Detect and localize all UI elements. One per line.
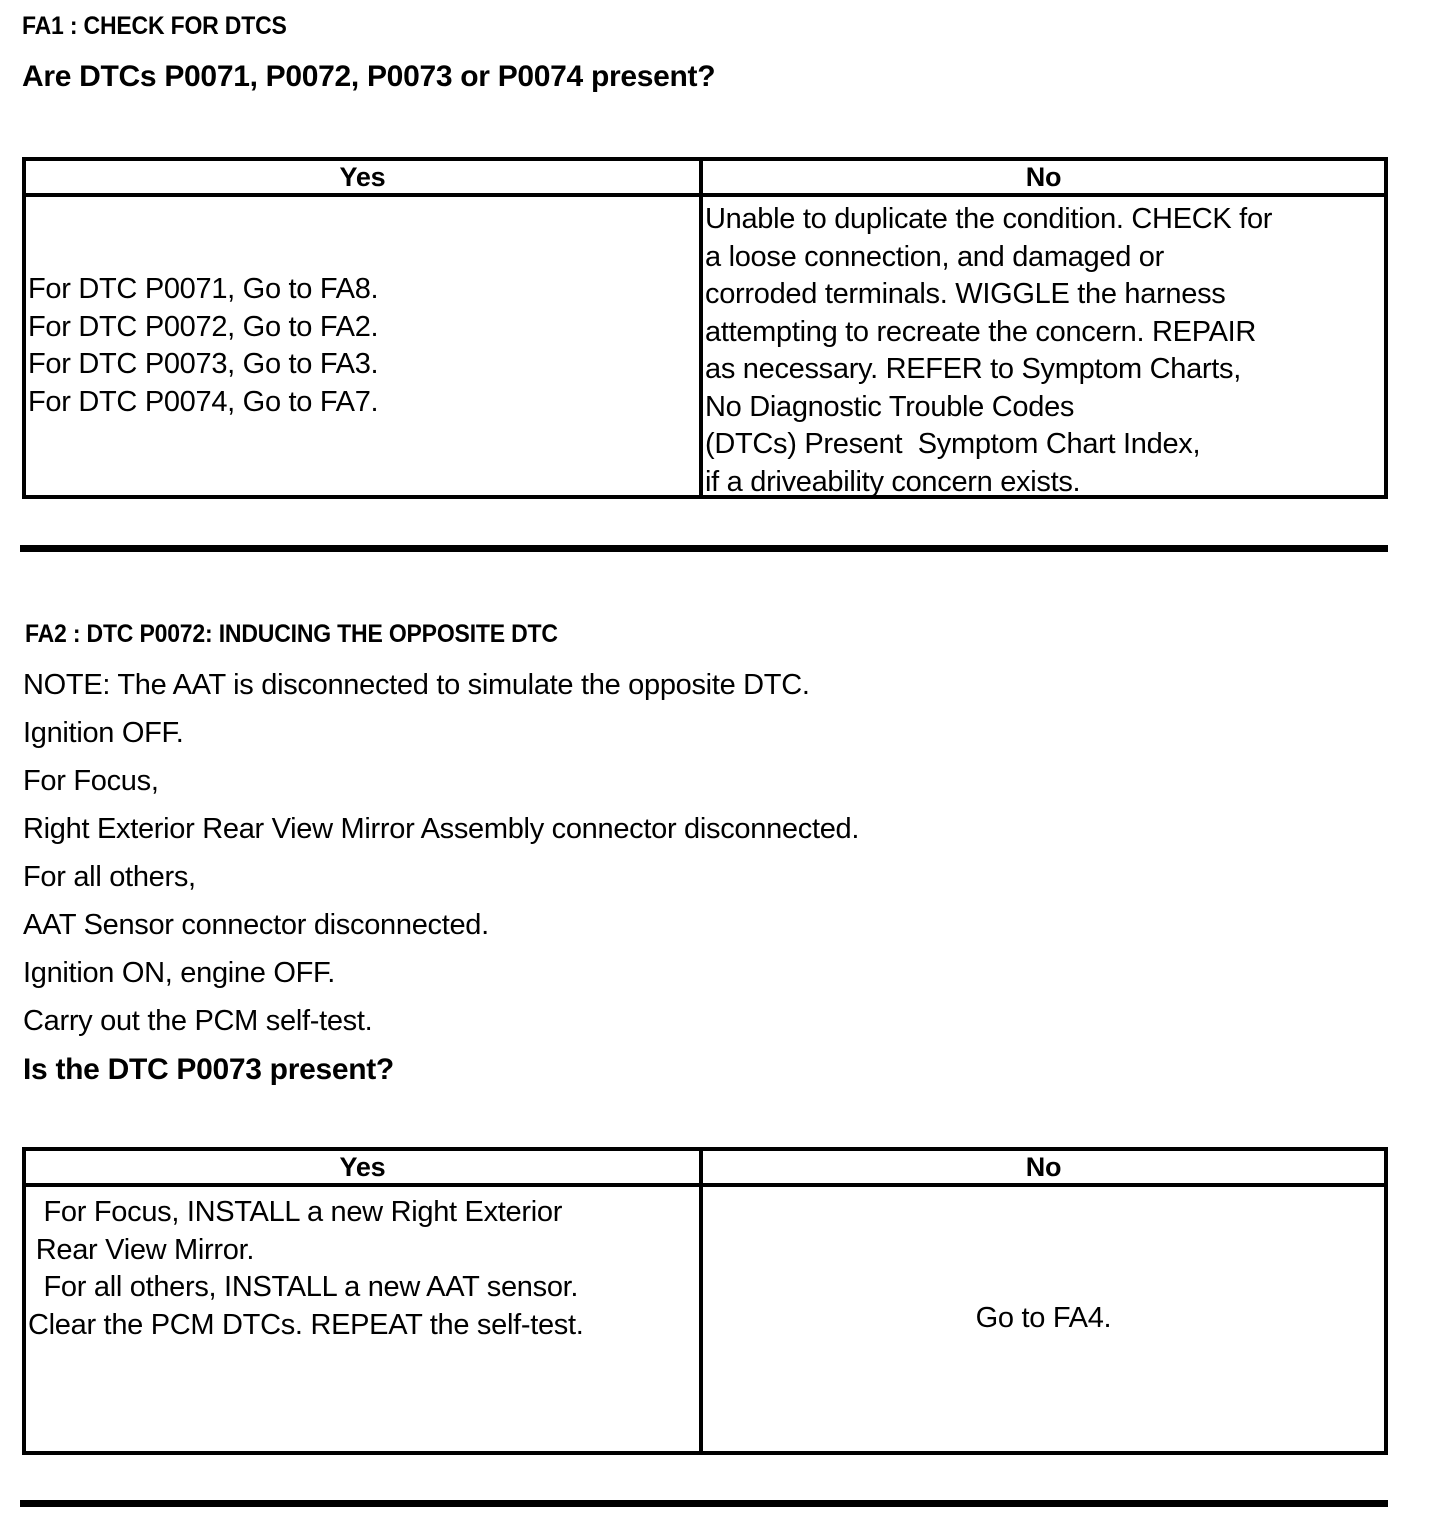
table-1-no-line: No Diagnostic Trouble Codes <box>705 390 1075 423</box>
table-2-cell-no: Go to FA4. <box>703 1187 1384 1451</box>
table-1-header-yes-label: Yes <box>339 161 386 192</box>
decision-table-2: Yes No For Focus, INSTALL a new Right Ex… <box>22 1147 1388 1455</box>
table-2-header-row: Yes No <box>26 1151 1384 1187</box>
table-1-no-line: attempting to recreate the concern. REPA… <box>705 315 1257 348</box>
section-2-body-line: Ignition ON, engine OFF. <box>23 957 335 989</box>
table-1-yes-line: For DTC P0073, Go to FA3. <box>28 348 379 380</box>
section-1-question: Are DTCs P0071, P0072, P0073 or P0074 pr… <box>22 60 716 93</box>
table-1-header-row: Yes No <box>26 161 1384 197</box>
table-2-yes-line: Rear View Mirror. <box>28 1233 255 1266</box>
table-1-header-no-label: No <box>1025 161 1062 192</box>
table-2-yes-line: Clear the PCM DTCs. REPEAT the self-test… <box>28 1308 584 1341</box>
table-2-header-yes-label: Yes <box>339 1151 386 1182</box>
table-1-cell-yes: For DTC P0071, Go to FA8. For DTC P0072,… <box>26 197 703 495</box>
section-2-step-id: FA2 : DTC P0072: INDUCING THE OPPOSITE D… <box>25 620 558 648</box>
table-2-yes-line: For Focus, INSTALL a new Right Exterior <box>28 1196 563 1228</box>
section-1-step-id: FA1 : CHECK FOR DTCS <box>22 12 287 40</box>
table-2-cell-yes: For Focus, INSTALL a new Right Exterior … <box>26 1187 703 1451</box>
table-1-header-yes: Yes <box>26 161 703 193</box>
table-2-no-line: Go to FA4. <box>975 1302 1112 1335</box>
table-1-yes-line: For DTC P0074, Go to FA7. <box>28 385 379 418</box>
table-1-no-line: a loose connection, and damaged or <box>705 240 1164 273</box>
table-1-no-line: corroded terminals. WIGGLE the harness <box>705 278 1226 310</box>
table-1-no-line: as necessary. REFER to Symptom Charts, <box>705 353 1242 385</box>
table-1-no-line: Unable to duplicate the condition. CHECK… <box>705 203 1273 235</box>
table-1-body-row: For DTC P0071, Go to FA8. For DTC P0072,… <box>26 197 1384 498</box>
table-1-header-no: No <box>703 161 1384 193</box>
section-2-body-line: Right Exterior Rear View Mirror Assembly… <box>23 813 860 845</box>
decision-table-1: Yes No For DTC P0071, Go to FA8. For DTC… <box>22 157 1388 499</box>
table-2-header-no-label: No <box>1025 1151 1062 1182</box>
table-1-yes-line: For DTC P0071, Go to FA8. <box>28 273 379 305</box>
table-2-header-no: No <box>703 1151 1384 1183</box>
section-divider-1 <box>20 545 1388 552</box>
table-1-no-line: (DTCs) Present Symptom Chart Index, <box>705 428 1201 460</box>
table-1-no-line: if a driveability concern exists. <box>705 465 1081 498</box>
section-2-body-line: Carry out the PCM self-test. <box>23 1005 373 1037</box>
table-2-header-yes: Yes <box>26 1151 703 1183</box>
section-2-body-line: Ignition OFF. <box>23 717 184 749</box>
section-2-body-line: NOTE: The AAT is disconnected to simulat… <box>23 669 810 701</box>
table-2-body-row: For Focus, INSTALL a new Right Exterior … <box>26 1187 1384 1451</box>
section-2-body-line: For Focus, <box>23 765 159 797</box>
section-2-question: Is the DTC P0073 present? <box>23 1053 394 1086</box>
table-1-yes-line: For DTC P0072, Go to FA2. <box>28 310 379 343</box>
section-2-body-line: For all others, <box>23 861 196 893</box>
table-2-yes-line: For all others, INSTALL a new AAT sensor… <box>28 1271 579 1303</box>
table-1-cell-no: Unable to duplicate the condition. CHECK… <box>703 197 1384 498</box>
section-2-body-line: AAT Sensor connector disconnected. <box>23 909 489 941</box>
section-divider-2 <box>20 1500 1388 1507</box>
